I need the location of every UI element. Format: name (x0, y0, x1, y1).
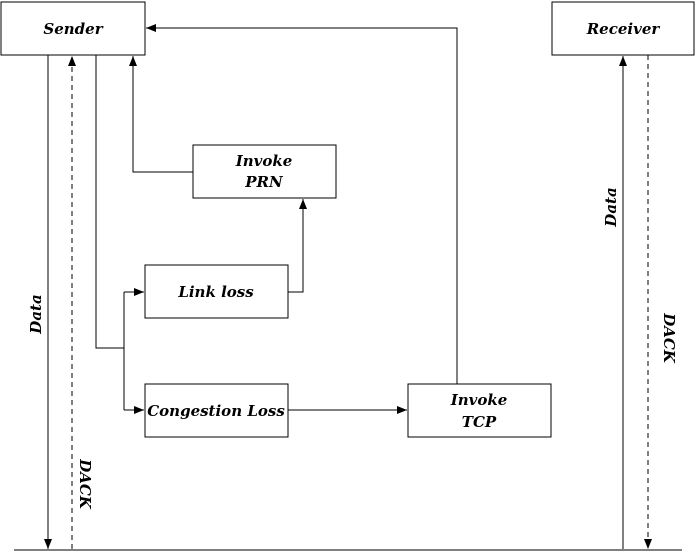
invoke-prn-label-line2: PRN (244, 173, 284, 191)
sender-box (0, 1, 146, 56)
prn-to-sender-arrow (129, 56, 193, 173)
receiver-node: Receiver (551, 1, 695, 56)
tcp-to-sender-arrow (146, 24, 458, 384)
invoke-prn-node: Invoke PRN (192, 144, 337, 199)
congestion-loss-label: Congestion Loss (147, 402, 285, 420)
sender-node: Sender (0, 1, 146, 56)
invoke-prn-box (192, 144, 337, 199)
sender-dack-label: DACK (76, 458, 94, 510)
sender-label: Sender (43, 20, 103, 38)
congestion-loss-box (144, 383, 289, 438)
link-loss-node: Link loss (144, 264, 289, 319)
invoke-prn-label-line1: Invoke (235, 152, 293, 170)
receiver-box (551, 1, 695, 56)
receiver-label: Receiver (586, 20, 661, 38)
congestion-loss-node: Congestion Loss (144, 383, 289, 438)
invoke-tcp-label-line1: Invoke (450, 391, 508, 409)
link-loss-label: Link loss (177, 283, 254, 301)
invoke-tcp-label-line2: TCP (462, 413, 497, 431)
receiver-dack-label: DACK (660, 312, 678, 364)
invoke-tcp-node: Invoke TCP (407, 383, 552, 438)
receiver-data-label: Data (602, 187, 620, 227)
sender-data-label: Data (27, 294, 45, 334)
link-loss-to-prn-arrow (288, 199, 307, 293)
link-loss-box (144, 264, 289, 319)
sender-branch-line (95, 55, 124, 349)
invoke-tcp-box (407, 383, 552, 438)
